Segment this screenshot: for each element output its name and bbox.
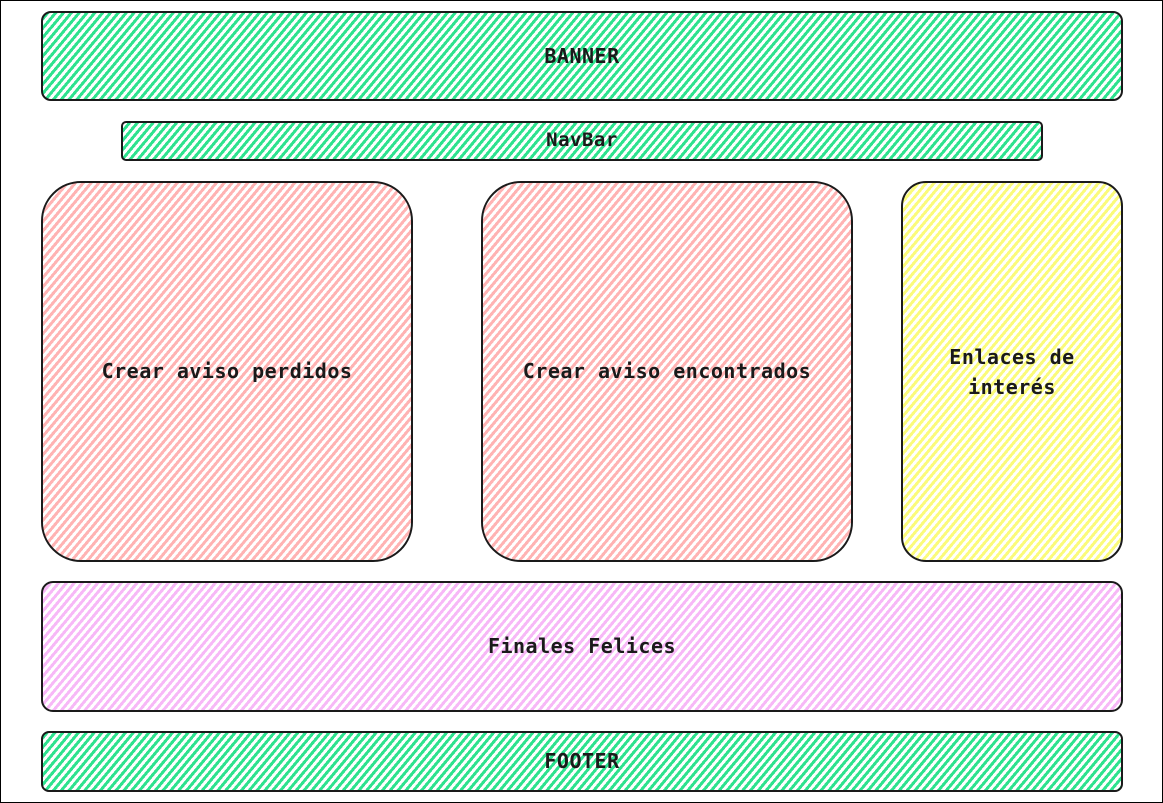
happy-endings-block: Finales Felices <box>41 581 1123 712</box>
lost-notice-block: Crear aviso perdidos <box>41 181 413 562</box>
banner-block: BANNER <box>41 11 1123 101</box>
lost-notice-label: Crear aviso perdidos <box>101 359 353 383</box>
found-notice-block: Crear aviso encontrados <box>481 181 853 562</box>
navbar-label: NavBar <box>546 129 618 152</box>
navbar-block: NavBar <box>121 121 1043 161</box>
footer-block: FOOTER <box>41 731 1123 792</box>
links-block: Enlaces de interés <box>901 181 1123 562</box>
footer-label: FOOTER <box>544 749 620 773</box>
happy-endings-label: Finales Felices <box>487 634 677 658</box>
found-notice-label: Crear aviso encontrados <box>522 359 812 383</box>
banner-label: BANNER <box>544 43 620 68</box>
links-label: Enlaces de interés <box>949 344 1075 399</box>
